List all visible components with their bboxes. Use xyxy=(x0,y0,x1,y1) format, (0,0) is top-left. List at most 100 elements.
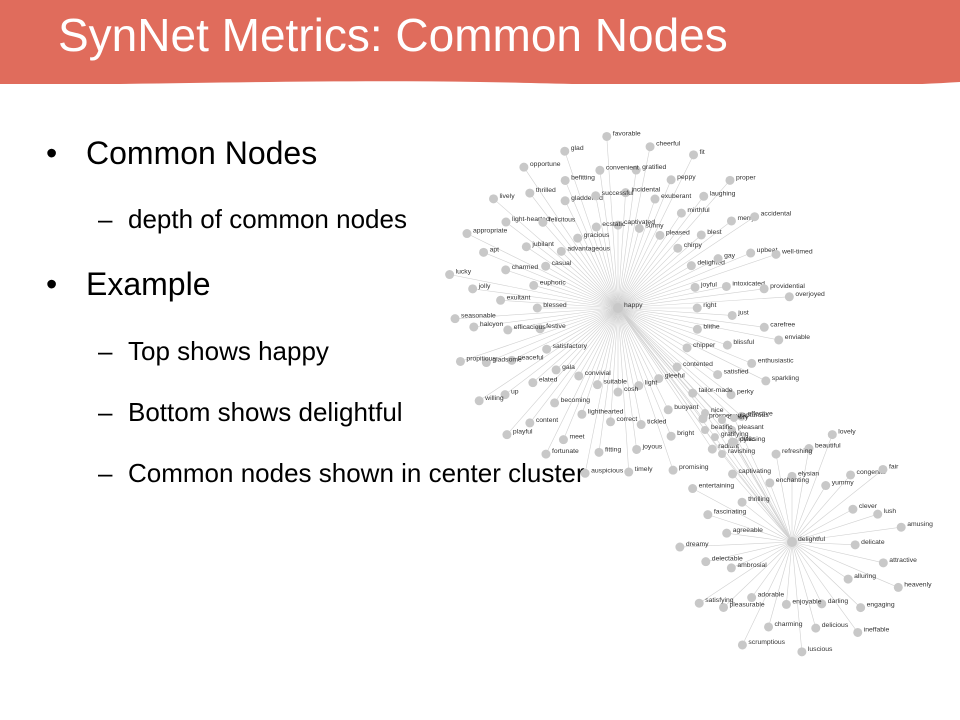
graph-node xyxy=(728,426,736,434)
graph-node-label: ineffable xyxy=(864,626,890,633)
graph-edge xyxy=(617,234,702,309)
graph-node-label: well-timed xyxy=(781,248,813,255)
graph-node xyxy=(551,365,561,375)
graph-node-label: mirthful xyxy=(687,207,710,214)
sub-bullet-text: Bottom shows delightful xyxy=(128,397,403,427)
graph-node-label: auspicious xyxy=(591,467,624,474)
graph-edge xyxy=(742,541,793,646)
graph-edge xyxy=(472,288,619,309)
graph-node-label: peppy xyxy=(677,174,696,181)
graph-node-label: gala xyxy=(562,364,575,371)
graph-node-label: heavenly xyxy=(904,581,932,588)
graph-node xyxy=(501,265,511,275)
graph-node-label: darling xyxy=(828,598,849,605)
graph-node-label: pleased xyxy=(666,229,690,236)
graph-node xyxy=(624,467,634,477)
graph-edge xyxy=(617,288,765,309)
graph-node xyxy=(873,509,883,519)
graph-node xyxy=(573,233,583,243)
graph-node-label: prosperous xyxy=(709,413,744,420)
graph-edge xyxy=(564,151,619,309)
graph-node xyxy=(765,478,775,488)
graph-node-label: gracious xyxy=(584,232,610,239)
slide-title: SynNet Metrics: Common Nodes xyxy=(58,9,728,61)
graph-node-label: intoxicated xyxy=(732,280,765,287)
bullet-text: Common Nodes xyxy=(86,135,318,171)
graph-node-label: laughing xyxy=(710,190,736,197)
graph-edge xyxy=(705,541,793,562)
graph-node xyxy=(489,194,499,204)
graph-node-label: scrumptious xyxy=(748,639,785,646)
graph-node-label: joyful xyxy=(700,281,717,288)
graph-node-label: enjoyable xyxy=(792,598,821,605)
graph-node-label: captivated xyxy=(624,219,655,226)
graph-node xyxy=(719,602,729,612)
graph-edge xyxy=(791,526,902,543)
graph-edge xyxy=(617,154,694,309)
graph-node-label: opportune xyxy=(530,161,561,168)
graph-node xyxy=(690,282,700,292)
graph-edge xyxy=(529,307,619,424)
graph-edge xyxy=(581,307,619,415)
graph-node-label: agreeable xyxy=(733,527,763,534)
graph-edge xyxy=(546,307,619,350)
graph-node xyxy=(529,280,539,290)
graph-node xyxy=(713,370,723,380)
graph-node xyxy=(634,381,644,391)
graph-node xyxy=(613,220,623,230)
graph-node-label: joyous xyxy=(642,443,663,450)
graph-node xyxy=(631,165,641,175)
sub-bullet-item: –Bottom shows delightful xyxy=(98,397,403,428)
graph-edge xyxy=(617,296,790,309)
graph-edge xyxy=(617,307,766,382)
graph-edge xyxy=(791,541,856,546)
graph-edge xyxy=(617,307,669,410)
graph-edge xyxy=(791,541,899,588)
graph-node xyxy=(503,325,513,335)
graph-edge xyxy=(617,307,718,375)
graph-node xyxy=(878,558,888,568)
graph-node-label: light-hearted xyxy=(512,216,550,223)
graph-edge xyxy=(768,541,793,628)
graph-node-label: chipper xyxy=(693,342,716,349)
graph-edge xyxy=(791,434,833,543)
graph-node-label: pleasant xyxy=(738,424,764,431)
graph-node-label: right xyxy=(703,302,716,309)
graph-edge xyxy=(479,307,619,402)
graph-edge xyxy=(545,307,619,455)
title-bar-shape xyxy=(0,0,960,84)
graph-edge xyxy=(791,541,823,604)
graph-node xyxy=(774,335,784,345)
graph-node xyxy=(764,622,774,632)
graph-node xyxy=(701,557,711,567)
graph-edge xyxy=(529,192,619,309)
graph-edge xyxy=(533,285,619,309)
graph-node xyxy=(710,433,719,442)
graph-edge xyxy=(617,307,698,330)
graph-node-label: amusing xyxy=(907,521,933,528)
graph-node xyxy=(730,438,739,447)
graph-edge xyxy=(617,254,777,309)
graph-node-label: gratified xyxy=(642,164,666,171)
graph-node xyxy=(676,208,686,218)
graph-edge xyxy=(466,233,619,309)
graph-node xyxy=(606,417,616,427)
graph-node-label: fair xyxy=(889,463,899,470)
graph-edge xyxy=(617,307,716,438)
graph-node xyxy=(843,574,853,584)
graph-node xyxy=(507,355,517,365)
graph-node-label: charming xyxy=(775,621,803,628)
graph-edge xyxy=(617,198,656,309)
graph-edge xyxy=(563,307,619,440)
graph-edge xyxy=(707,514,793,543)
graph-node-label: entertaining xyxy=(699,483,735,490)
graph-node xyxy=(686,261,696,271)
graph-node-label: beautiful xyxy=(815,443,841,450)
graph-node-label: idyllic xyxy=(738,436,755,443)
graph-node xyxy=(781,599,791,609)
graph-node xyxy=(761,376,771,386)
graph-node xyxy=(445,270,455,280)
graph-node-label: buoyant xyxy=(674,404,698,411)
graph-node-label: perky xyxy=(737,389,754,396)
graph-node-label: fascinating xyxy=(714,509,747,516)
